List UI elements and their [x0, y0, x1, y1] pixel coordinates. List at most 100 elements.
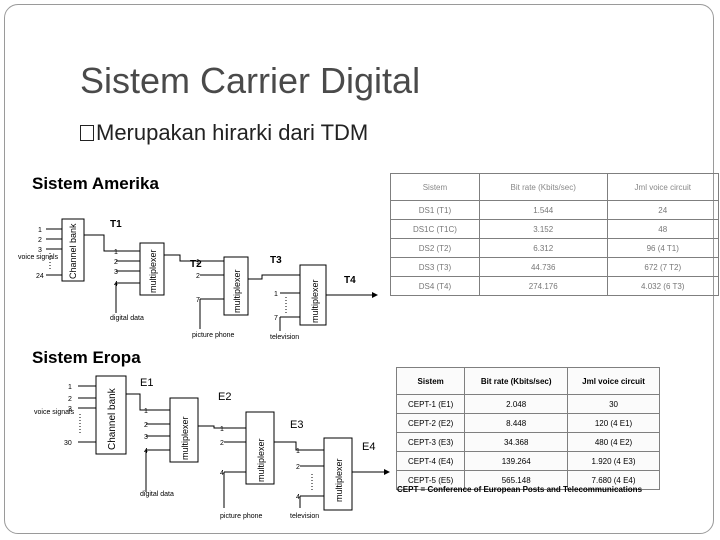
input-number: 2: [68, 396, 72, 403]
level-label-e1: E1: [140, 377, 153, 389]
table-cell: CEPT-5 (E5): [395, 470, 466, 490]
mux-input-number: 1: [196, 259, 200, 266]
america-rate-table: Sistem Bit rate (Kbits/sec) Jml voice ci…: [390, 173, 720, 296]
level-label-e2: E2: [218, 391, 231, 403]
mux-input-number: 3: [114, 269, 118, 276]
level-label-t3: T3: [270, 255, 282, 266]
level-label-t2: T2: [190, 259, 202, 270]
table-cell: 7.680 (4 E4): [567, 470, 660, 490]
television-label: television: [270, 334, 299, 341]
mux-input-number: 2: [144, 422, 148, 429]
multiplexer-box: [245, 411, 275, 485]
multiplexer-label: multiplexer: [310, 279, 320, 323]
mux-input-number: 7: [274, 315, 278, 322]
table-cell: CEPT-4 (E4): [395, 451, 466, 471]
mux-input-number: 2: [296, 464, 300, 471]
mux-input-number: 3: [144, 434, 148, 441]
table-cell: 24: [606, 200, 720, 220]
column-header: Bit rate (Kbits/sec): [464, 367, 569, 395]
cept-footnote: CEPT = Conference of European Posts and …: [397, 485, 643, 494]
digital-data-label: digital data: [110, 315, 144, 322]
section-heading-america: Sistem Amerika: [32, 174, 159, 193]
table-header-row: Sistem Bit rate (Kbits/sec) Jml voice ci…: [390, 173, 720, 201]
table-cell: CEPT-2 (E2): [395, 413, 466, 433]
mux-input-number: 1: [220, 426, 224, 433]
table-cell: 1.544: [478, 200, 608, 220]
bullet-box-icon: [80, 125, 94, 141]
table-cell: 274.176: [478, 276, 608, 296]
europe-rate-table: Sistem Bit rate (Kbits/sec) Jml voice ci…: [395, 367, 660, 490]
table-cell: DS2 (T2): [390, 238, 480, 258]
mux-input-number: 4: [114, 281, 118, 288]
column-header: Bit rate (Kbits/sec): [478, 173, 608, 201]
mux-input-number: 1: [144, 408, 148, 415]
input-number: 2: [38, 237, 42, 244]
input-number: 1: [68, 384, 72, 391]
table-cell: DS3 (T3): [390, 257, 480, 277]
multiplexer-box: [139, 242, 165, 296]
multiplexer-label: multiplexer: [180, 416, 190, 460]
multiplexer-label: multiplexer: [232, 269, 242, 313]
digital-data-label: digital data: [140, 491, 174, 498]
level-label-t1: T1: [110, 219, 122, 230]
mux-input-number: 4: [220, 470, 224, 477]
mux-input-number: 1: [114, 249, 118, 256]
slide-title: Sistem Carrier Digital: [80, 60, 421, 101]
picture-phone-label: picture phone: [220, 513, 263, 520]
table-cell: DS4 (T4): [390, 276, 480, 296]
column-header: Sistem: [395, 367, 466, 395]
table-cell: 120 (4 E1): [567, 413, 660, 433]
table-cell: 30: [567, 394, 660, 414]
input-number: 30: [64, 440, 72, 447]
table-cell: 1.920 (4 E3): [567, 451, 660, 471]
mux-input-number: 2: [114, 259, 118, 266]
column-header: Jml voice circuit: [606, 173, 720, 201]
input-number: 24: [36, 273, 44, 280]
table-cell: 4.032 (6 T3): [606, 276, 720, 296]
mux-input-number: 1: [274, 291, 278, 298]
europe-hierarchy-diagram: Channel bank multiplexer multiplexer mul…: [34, 375, 390, 520]
multiplexer-label: multiplexer: [334, 458, 344, 502]
picture-phone-label: picture phone: [192, 332, 235, 339]
television-label: television: [290, 513, 319, 520]
table-cell: 672 (7 T2): [606, 257, 720, 277]
table-cell: CEPT-3 (E3): [395, 432, 466, 452]
column-header: Sistem: [390, 173, 480, 201]
mux-input-number: 2: [220, 440, 224, 447]
channel-bank-label: Channel bank: [107, 387, 118, 450]
mux-input-number: 2: [196, 273, 200, 280]
voice-signals-label: voice signals: [18, 254, 59, 261]
multiplexer-label: multiplexer: [148, 249, 158, 293]
table-cell: 3.152: [478, 219, 608, 239]
america-hierarchy-diagram: Channel bank multiplexer multiplexer mul…: [18, 218, 378, 341]
table-cell: 34.368: [464, 432, 569, 452]
input-number: 3: [38, 247, 42, 254]
table-cell: 6.312: [478, 238, 608, 258]
level-label-t4: T4: [344, 275, 356, 286]
channel-bank-box: [95, 375, 127, 455]
table-cell: 48: [606, 219, 720, 239]
table-cell: CEPT-1 (E1): [395, 394, 466, 414]
table-cell: 2.048: [464, 394, 569, 414]
table-header-row: Sistem Bit rate (Kbits/sec) Jml voice ci…: [395, 367, 660, 395]
mux-input-number: 7: [196, 297, 200, 304]
multiplexer-box: [323, 437, 353, 511]
mux-input-number: 1: [296, 448, 300, 455]
channel-bank-label: Channel bank: [68, 223, 78, 279]
mux-input-number: 4: [144, 448, 148, 455]
section-heading-europe: Sistem Eropa: [32, 348, 141, 367]
multiplexer-box: [169, 397, 199, 463]
input-number: 3: [68, 406, 72, 413]
multiplexer-box: [223, 256, 249, 316]
table-cell: 44.736: [478, 257, 608, 277]
multiplexer-label: multiplexer: [256, 438, 266, 482]
